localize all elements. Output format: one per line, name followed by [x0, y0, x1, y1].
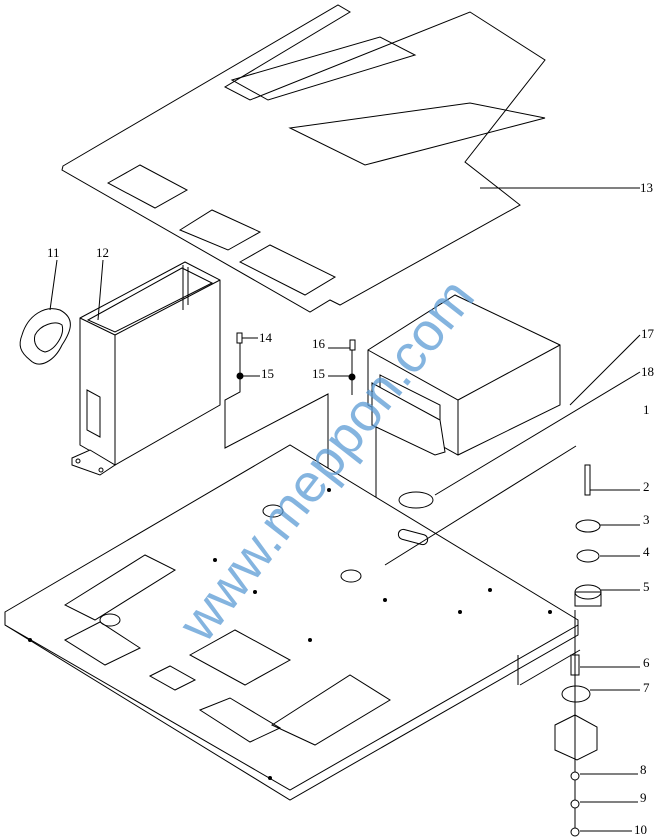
- callout-2: 2: [643, 479, 650, 494]
- top-cover-plate: [61, 4, 546, 313]
- callout-18: 18: [641, 364, 654, 379]
- callout-8: 8: [640, 762, 647, 777]
- callout-1: 1: [643, 402, 650, 417]
- callout-10: 10: [634, 822, 647, 837]
- callout-15-right: 15: [312, 366, 325, 381]
- callout-16: 16: [312, 336, 326, 351]
- callout-13: 13: [640, 180, 653, 195]
- callout-12: 12: [96, 245, 109, 260]
- handle-part: [19, 308, 71, 365]
- callout-17: 17: [641, 326, 655, 341]
- callout-6: 6: [643, 655, 650, 670]
- grommet: [398, 491, 434, 509]
- callout-14: 14: [259, 330, 273, 345]
- leader-lines: [49, 187, 640, 832]
- callout-9: 9: [640, 790, 647, 805]
- enclosure-box: [71, 261, 221, 476]
- callout-3: 3: [643, 512, 650, 527]
- callout-7: 7: [643, 680, 650, 695]
- callout-15-left: 15: [261, 366, 274, 381]
- callout-11: 11: [47, 245, 60, 260]
- mounting-stack: [554, 464, 602, 837]
- electrical-box: [367, 294, 561, 456]
- callout-5: 5: [643, 579, 650, 594]
- callout-4: 4: [643, 544, 650, 559]
- base-plate: [4, 334, 641, 801]
